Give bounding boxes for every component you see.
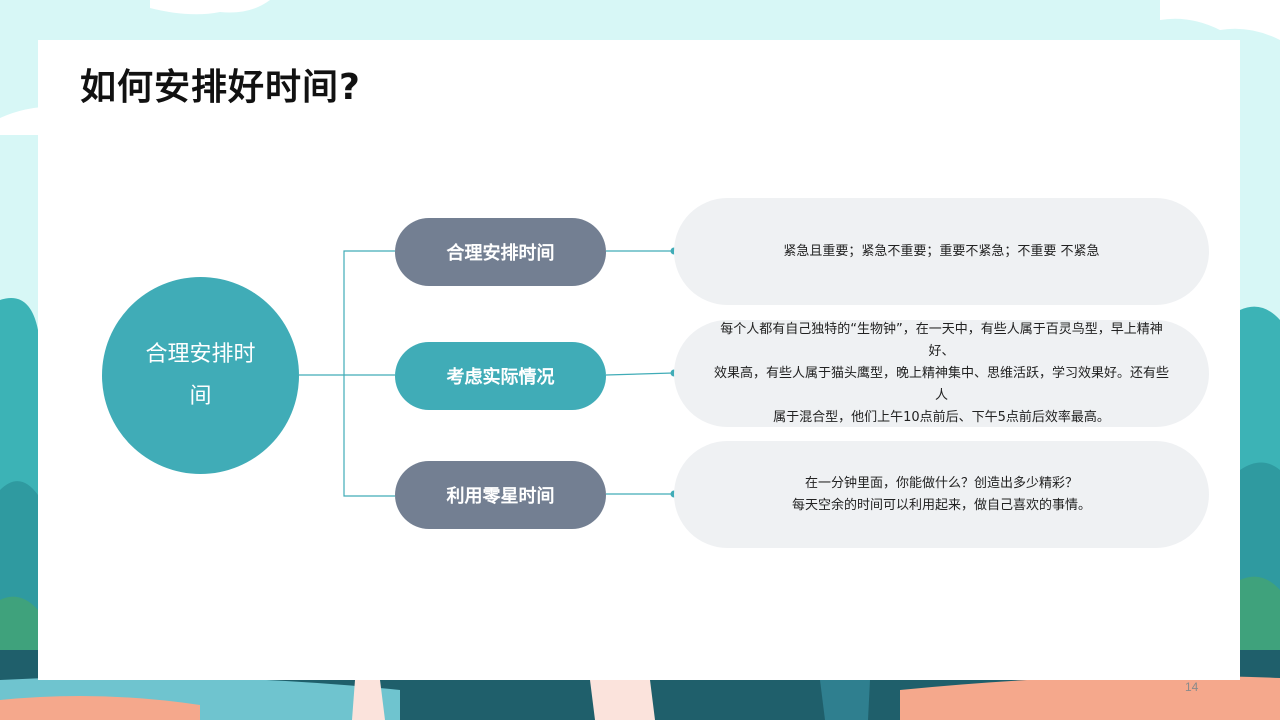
branch-description-consider-reality: 每个人都有自己独特的“生物钟”，在一天中，有些人属于百灵鸟型，早上精神好、 效果… [674, 320, 1209, 427]
branch-pill-arrange-time[interactable]: 合理安排时间 [395, 218, 606, 286]
branch-label: 合理安排时间 [446, 243, 555, 264]
branch-description-arrange-time: 紧急且重要；紧急不重要；重要不紧急；不重要 不紧急 [674, 198, 1209, 305]
description-line: 属于混合型，他们上午10点前后、下午5点前后效率最高。 [773, 409, 1110, 425]
page-number: 14 [1185, 680, 1199, 694]
branch-label: 考虑实际情况 [446, 367, 555, 388]
branch-description-spare-time: 在一分钟里面，你能做什么？创造出多少精彩？ 每天空余的时间可以利用起来，做自己喜… [674, 441, 1209, 548]
branch-label: 利用零星时间 [446, 486, 555, 507]
center-topic-label: 合理安排时间 [145, 341, 256, 409]
center-topic-circle: 合理安排时间 [102, 277, 299, 474]
branch-pill-consider-reality[interactable]: 考虑实际情况 [395, 342, 606, 410]
description-line: 效果高，有些人属于猫头鹰型，晚上精神集中、思维活跃，学习效果好。还有些人 [714, 365, 1170, 403]
description-line: 每天空余的时间可以利用起来，做自己喜欢的事情。 [791, 497, 1091, 513]
description-line: 每个人都有自己独特的“生物钟”，在一天中，有些人属于百灵鸟型，早上精神好、 [720, 321, 1163, 359]
page-title: 如何安排好时间? [80, 67, 361, 108]
description-line: 在一分钟里面，你能做什么？创造出多少精彩？ [804, 475, 1078, 491]
branch-pill-spare-time[interactable]: 利用零星时间 [395, 461, 606, 529]
description-line: 紧急且重要；紧急不重要；重要不紧急；不重要 不紧急 [783, 243, 1100, 259]
